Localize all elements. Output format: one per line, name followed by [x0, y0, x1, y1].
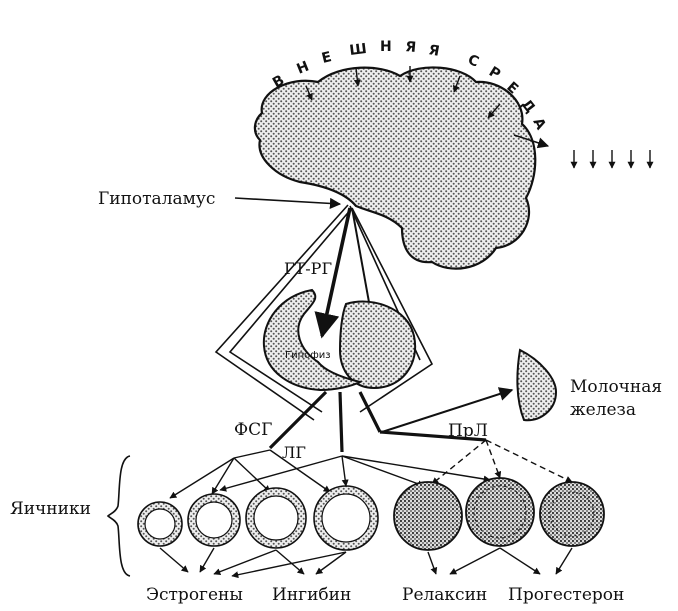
- mammary-arrow: [382, 390, 512, 432]
- follicle: [314, 486, 378, 550]
- hypothalamus-arrow: [235, 198, 340, 204]
- lh-distribution: [220, 456, 490, 490]
- hormone-inhibin: Ингибин: [272, 585, 351, 605]
- hypothalamus-label: Гипоталамус: [98, 189, 215, 209]
- mammary-label-line1: Молочная: [570, 377, 662, 397]
- hormone-estrogens: Эстрогены: [146, 585, 243, 605]
- secretion-arrows: [160, 548, 572, 576]
- env-letter: Ш: [349, 41, 368, 59]
- ovaries-bracket: [108, 456, 130, 576]
- follicle: [138, 502, 182, 546]
- env-letter: А: [529, 115, 548, 132]
- env-letter: Е: [320, 49, 333, 67]
- mammary-gland: [517, 350, 556, 420]
- pituitary-posterior: [340, 302, 415, 388]
- down-arrows: [574, 150, 650, 168]
- lh-label: ЛГ: [282, 443, 306, 462]
- hormone-progesterone: Прогестерон: [508, 585, 624, 605]
- corpus-luteum: [540, 482, 604, 546]
- env-letter: С: [466, 52, 482, 71]
- env-letter: Н: [380, 39, 392, 55]
- env-letter: Я: [405, 39, 417, 56]
- env-letter: Н: [295, 58, 312, 77]
- ovaries-label: Яичники: [10, 499, 91, 519]
- pituitary-label: Гипофиз: [285, 350, 331, 361]
- mammary-label-line2: железа: [570, 400, 636, 420]
- env-letter: Я: [427, 42, 440, 60]
- prl-label: ПрЛ: [448, 421, 488, 441]
- hormone-relaxin: Релаксин: [402, 585, 487, 605]
- follicle: [246, 488, 306, 548]
- fsh-distribution: [170, 450, 330, 498]
- follicle: [188, 494, 240, 546]
- corpus-luteum: [394, 482, 462, 550]
- gtrg-label: ГТ-РГ: [284, 259, 332, 278]
- corpus-luteum: [466, 478, 534, 546]
- brain-shape: [255, 67, 535, 268]
- env-letter: Р: [486, 64, 503, 83]
- fsh-label: ФСГ: [234, 420, 272, 440]
